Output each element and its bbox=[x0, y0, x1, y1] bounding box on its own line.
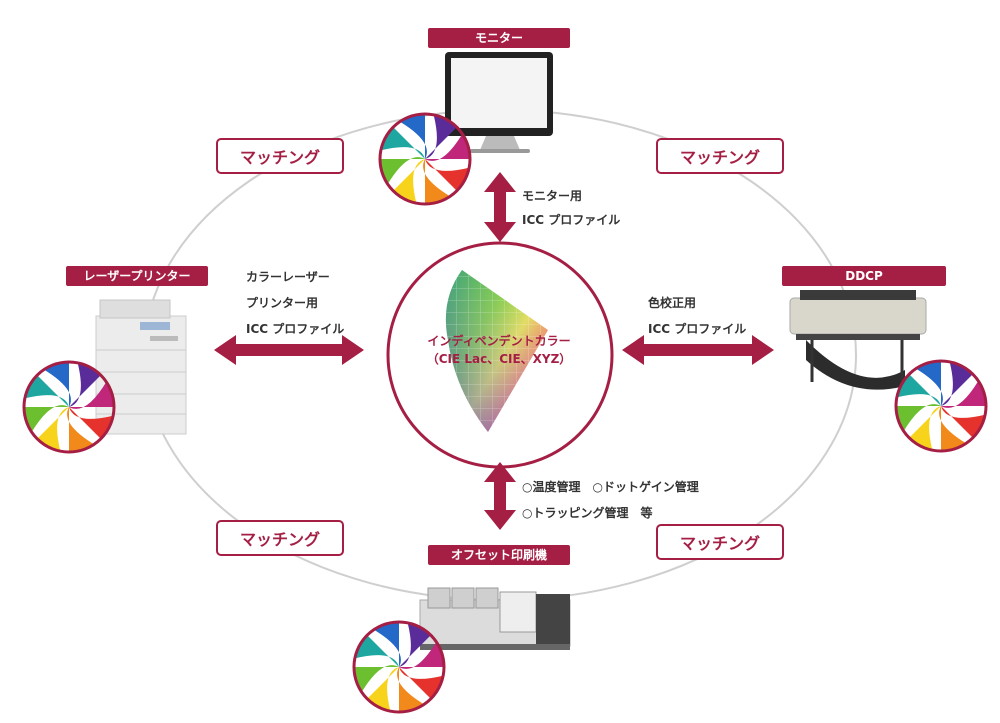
ddcp-profile-note: 色校正用 ICC プロファイル bbox=[648, 290, 746, 342]
arrow-monitor bbox=[484, 172, 516, 242]
note-line: 色校正用 bbox=[648, 296, 697, 310]
note-line: プリンター用 bbox=[246, 296, 319, 310]
arrow-offset bbox=[484, 462, 516, 530]
arrow-ddcp bbox=[622, 335, 774, 365]
ddcp-plotter-icon bbox=[789, 290, 927, 390]
offset-press-label: オフセット印刷機 bbox=[428, 545, 570, 565]
note-line: カラーレーザー bbox=[246, 270, 330, 284]
ddcp-label: DDCP bbox=[782, 266, 946, 286]
offset-press-icon bbox=[419, 587, 571, 650]
laser-printer-label: レーザープリンター bbox=[66, 266, 208, 286]
monitor-profile-note: モニター用 ICC プロファイル bbox=[522, 184, 620, 232]
swirl-ring bbox=[22, 360, 116, 454]
laser-color-swirl-icon bbox=[22, 360, 116, 454]
note-line: ICC プロファイル bbox=[522, 213, 621, 227]
swirl-ring bbox=[352, 620, 446, 714]
matching-box-bottom-left: マッチング bbox=[216, 520, 344, 556]
note-line: ○温度管理 ○ドットゲイン管理 bbox=[522, 480, 699, 494]
monitor-color-swirl-icon bbox=[378, 112, 472, 206]
swirl-ring bbox=[894, 359, 988, 453]
matching-box-top-right: マッチング bbox=[656, 138, 784, 174]
cie-gamut-icon bbox=[445, 270, 548, 432]
note-line: ICC プロファイル bbox=[648, 322, 747, 336]
note-line: ICC プロファイル bbox=[246, 322, 345, 336]
independent-color-text: インディペンデントカラー （CIE Lac、CIE、XYZ） bbox=[416, 332, 582, 368]
note-line: モニター用 bbox=[522, 189, 583, 203]
matching-box-bottom-right: マッチング bbox=[656, 524, 784, 560]
note-line: ○トラッピング管理 等 bbox=[522, 506, 653, 520]
monitor-label: モニター bbox=[428, 28, 570, 48]
arrow-laser bbox=[214, 335, 364, 365]
laser-printer-icon bbox=[95, 299, 187, 435]
independent-color-title: インディペンデントカラー bbox=[427, 334, 571, 348]
laser-profile-note: カラーレーザー プリンター用 ICC プロファイル bbox=[246, 264, 344, 342]
monitor-icon bbox=[445, 52, 553, 153]
swirl-ring bbox=[378, 112, 472, 206]
offset-color-swirl-icon bbox=[352, 620, 446, 714]
offset-management-note: ○温度管理 ○ドットゲイン管理 ○トラッピング管理 等 bbox=[522, 474, 699, 526]
independent-color-subtitle: （CIE Lac、CIE、XYZ） bbox=[426, 352, 572, 366]
arrows bbox=[214, 172, 774, 530]
ddcp-color-swirl-icon bbox=[894, 359, 988, 453]
matching-box-top-left: マッチング bbox=[216, 138, 344, 174]
